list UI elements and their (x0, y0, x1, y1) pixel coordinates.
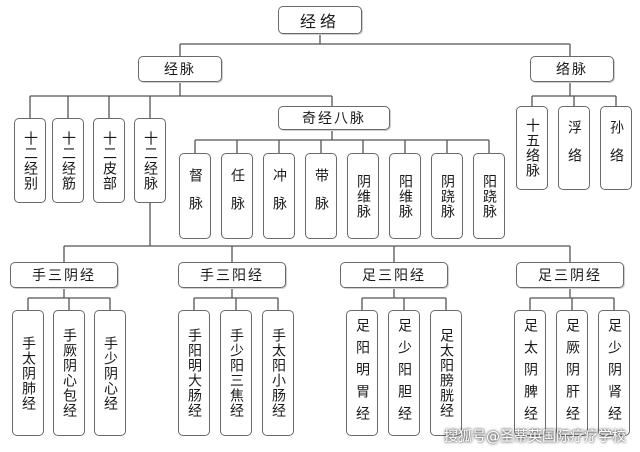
channel-kidney: 足少阴肾经 (598, 310, 630, 436)
watermark: 搜狐号@圣蒂英国际疗疗学校 (444, 429, 626, 445)
bamai-dai-node: 带脉 (305, 153, 337, 239)
channel-heart: 手少阴心经 (94, 310, 126, 436)
shier-jingmai-node: 十二经脉 (134, 118, 166, 203)
bamai-chong-node: 冲脉 (263, 153, 295, 239)
fuluo-node: 浮络 (558, 106, 590, 190)
channel-liver: 足厥阴肝经 (556, 310, 588, 436)
jingmai-node: 经脉 (138, 56, 222, 82)
pibu-node: 十二皮部 (93, 118, 125, 203)
jingbie-node: 十二经别 (14, 118, 46, 203)
bamai-yinwei-node: 阴维脉 (347, 153, 379, 239)
luomai-node: 络脉 (530, 56, 614, 82)
bamai-yangqiao-node: 阳跷脉 (473, 153, 505, 239)
group-zu-sanyang: 足三阳经 (340, 262, 448, 288)
bamai-yangwei-node: 阳维脉 (389, 153, 421, 239)
channel-gallbladder: 足少阳胆经 (388, 310, 420, 436)
channel-spleen: 足太阴脾经 (514, 310, 546, 436)
channel-large-intestine: 手阳明大肠经 (178, 310, 210, 436)
channel-bladder: 足太阳膀胱经 (430, 310, 462, 436)
jingjin-node: 十二经筋 (52, 118, 84, 203)
group-zu-sanyin: 足三阴经 (516, 262, 624, 288)
channel-sanjiao: 手少阳三焦经 (220, 310, 252, 436)
bamai-yinqiao-node: 阴跷脉 (431, 153, 463, 239)
group-shou-sanyin: 手三阴经 (10, 262, 118, 288)
bamai-ren-node: 任脉 (221, 153, 253, 239)
sunluo-node: 孙络 (600, 106, 632, 190)
channel-pericardium: 手厥阴心包经 (53, 310, 85, 436)
channel-lung: 手太阴肺经 (12, 310, 44, 436)
shiwu-luomai-node: 十五络脉 (516, 106, 548, 190)
channel-stomach: 足阳明胃经 (346, 310, 378, 436)
qijing-bamai-node: 奇经八脉 (278, 106, 390, 130)
root-node: 经络 (278, 6, 362, 34)
group-shou-sanyang: 手三阳经 (178, 262, 286, 288)
channel-small-intestine: 手太阳小肠经 (262, 310, 294, 436)
bamai-du-node: 督脉 (179, 153, 211, 239)
